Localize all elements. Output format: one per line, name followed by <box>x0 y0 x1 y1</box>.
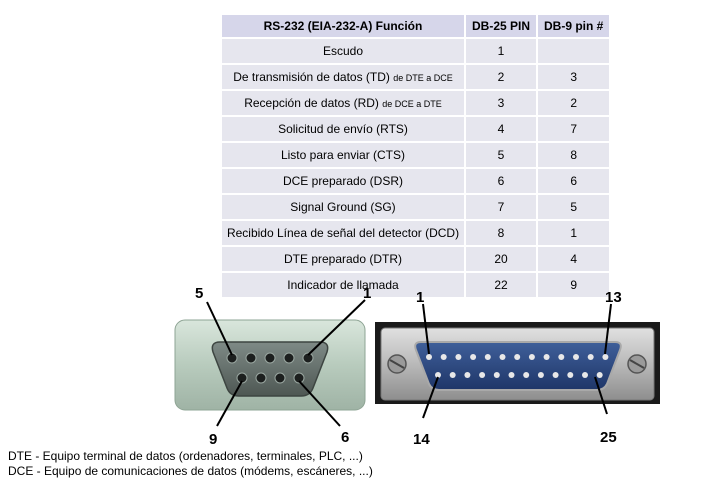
db25-pin <box>493 372 500 378</box>
header-function: RS-232 (EIA-232-A) Función <box>222 15 464 37</box>
db25-cell: 4 <box>466 117 537 141</box>
db25-pins <box>426 354 609 378</box>
db25-pin <box>464 372 471 378</box>
db9-cell: 7 <box>538 117 610 141</box>
function-name: Signal Ground (SG) <box>290 200 396 214</box>
header-db9: DB-9 pin # <box>538 15 610 37</box>
db25-label-bottom-right: 25 <box>600 429 617 446</box>
db25-pin <box>523 372 530 378</box>
legend-dce: DCE - Equipo de comunicaciones de datos … <box>8 464 373 478</box>
db25-cell: 20 <box>466 247 537 271</box>
db25-pin <box>449 372 456 378</box>
db25-pin <box>528 354 535 360</box>
direction-note: de DTE a DCE <box>393 73 453 83</box>
function-name: Recibido Línea de señal del detector (DC… <box>226 226 460 240</box>
table-row: Indicador de llamada 22 9 <box>222 273 610 297</box>
db25-cell: 5 <box>466 143 537 167</box>
db9-cell: 2 <box>538 91 610 115</box>
db25-pin <box>508 372 515 378</box>
db9-cell: 1 <box>538 221 610 245</box>
db25-pin <box>543 354 550 360</box>
function-name: Solicitud de envío (RTS) <box>278 122 408 136</box>
header-db25: DB-25 PIN <box>466 15 537 37</box>
db25-pin <box>455 354 462 360</box>
db25-pin <box>479 372 486 378</box>
db25-pin <box>552 372 559 378</box>
db9-cell: 3 <box>538 65 610 89</box>
function-cell: Recepción de datos (RD) de DCE a DTE <box>222 91 464 115</box>
db25-insert <box>414 341 622 391</box>
db25-cell: 8 <box>466 221 537 245</box>
db25-pin <box>582 372 588 378</box>
db25-pin <box>573 354 579 360</box>
db9-cell: 6 <box>538 169 610 193</box>
table-header-row: RS-232 (EIA-232-A) Función DB-25 PIN DB-… <box>222 15 610 37</box>
db25-pin <box>484 354 491 360</box>
table-row: Recibido Línea de señal del detector (DC… <box>222 221 610 245</box>
legend-dte: DTE - Equipo terminal de datos (ordenado… <box>8 449 363 463</box>
db25-pin <box>596 372 603 378</box>
function-name: De transmisión de datos (TD) <box>233 70 390 84</box>
db9-cell: 9 <box>538 273 610 297</box>
db9-cell: 4 <box>538 247 610 271</box>
db25-pin <box>514 354 521 360</box>
db25-pin <box>558 354 565 360</box>
db9-pin-holes <box>226 352 314 384</box>
db9-label-top-left: 5 <box>195 285 203 302</box>
db25-leader-lines <box>422 303 612 419</box>
function-cell: Recibido Línea de señal del detector (DC… <box>222 221 464 245</box>
function-name: Indicador de llamada <box>287 278 399 292</box>
db25-connector-diagram: 1 13 14 25 <box>375 289 660 448</box>
db9-connector-diagram: 5 1 9 6 <box>174 285 371 448</box>
function-cell: Signal Ground (SG) <box>222 195 464 219</box>
table-row: De transmisión de datos (TD) de DTE a DC… <box>222 65 610 89</box>
function-cell: Indicador de llamada <box>222 273 464 297</box>
function-name: DTE preparado (DTR) <box>283 252 403 266</box>
function-cell: DTE preparado (DTR) <box>222 247 464 271</box>
function-cell: Listo para enviar (CTS) <box>222 143 464 167</box>
db25-pin <box>426 354 432 360</box>
db25-pin <box>587 354 594 360</box>
db9-cell: 8 <box>538 143 610 167</box>
db9-cell <box>538 39 610 63</box>
function-cell: De transmisión de datos (TD) de DTE a DC… <box>222 65 464 89</box>
db25-cell: 1 <box>466 39 537 63</box>
db25-label-top-right: 13 <box>605 289 622 306</box>
db9-cell: 5 <box>538 195 610 219</box>
table-row: Recepción de datos (RD) de DCE a DTE 3 2 <box>222 91 610 115</box>
function-name: Escudo <box>322 44 364 58</box>
db9-label-top-right: 1 <box>363 285 371 302</box>
function-cell: Solicitud de envío (RTS) <box>222 117 464 141</box>
table-row: Solicitud de envío (RTS) 4 7 <box>222 117 610 141</box>
db25-pin <box>435 372 441 378</box>
function-name: Listo para enviar (CTS) <box>280 148 406 162</box>
db25-pin <box>499 354 506 360</box>
db25-pin <box>567 372 574 378</box>
function-name: Recepción de datos (RD) <box>244 96 379 110</box>
table-row: Escudo 1 <box>222 39 610 63</box>
db25-pin <box>537 372 544 378</box>
db25-pin <box>602 354 609 360</box>
db25-cell: 2 <box>466 65 537 89</box>
table-row: DCE preparado (DSR) 6 6 <box>222 169 610 193</box>
db9-leader-lines <box>206 299 366 427</box>
function-cell: Escudo <box>222 39 464 63</box>
db25-cell: 3 <box>466 91 537 115</box>
table-row: Signal Ground (SG) 7 5 <box>222 195 610 219</box>
db25-cell: 7 <box>466 195 537 219</box>
table-row: DTE preparado (DTR) 20 4 <box>222 247 610 271</box>
db25-cell: 6 <box>466 169 537 193</box>
db25-pin <box>440 354 447 360</box>
db25-cell: 22 <box>466 273 537 297</box>
pinout-table: RS-232 (EIA-232-A) Función DB-25 PIN DB-… <box>220 13 611 299</box>
table-row: Listo para enviar (CTS) 5 8 <box>222 143 610 167</box>
function-name: DCE preparado (DSR) <box>282 174 404 188</box>
db25-pin <box>470 354 477 360</box>
function-cell: DCE preparado (DSR) <box>222 169 464 193</box>
direction-note: de DCE a DTE <box>382 99 442 109</box>
db25-label-bottom-left: 14 <box>413 431 430 448</box>
db9-label-bottom-right: 6 <box>341 429 349 446</box>
db9-label-bottom-left: 9 <box>209 431 217 448</box>
db25-label-top-left: 1 <box>416 289 424 306</box>
